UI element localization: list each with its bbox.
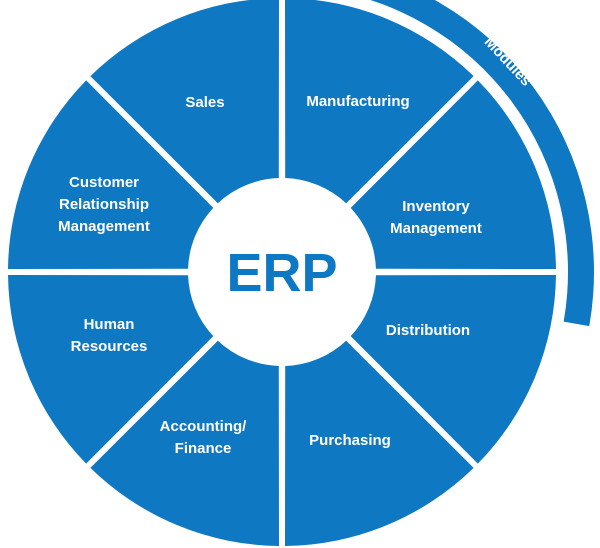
segment-customer-relationship-management: [8, 80, 214, 270]
segment-label-purchasing: Purchasing: [309, 432, 391, 449]
segments-layer: [8, 0, 556, 546]
segment-distribution: [350, 274, 556, 464]
segment-purchasing: [284, 340, 474, 546]
segment-label-distribution: Distribution: [386, 322, 470, 339]
segment-inventory-management: [350, 80, 556, 270]
erp-center-title: ERP: [226, 243, 337, 303]
erp-center-circle: [194, 184, 370, 360]
segment-manufacturing: [285, 0, 474, 204]
segment-accounting-finance: [90, 340, 280, 546]
segment-label-manufacturing: Manufacturing: [306, 93, 409, 110]
segment-human-resources: [8, 274, 214, 464]
segment-label-accounting-finance: Accounting/Finance: [160, 418, 247, 457]
segment-sales: [90, 0, 279, 204]
segment-label-sales: Sales: [185, 94, 224, 111]
modules-arc-band: [370, 0, 594, 327]
